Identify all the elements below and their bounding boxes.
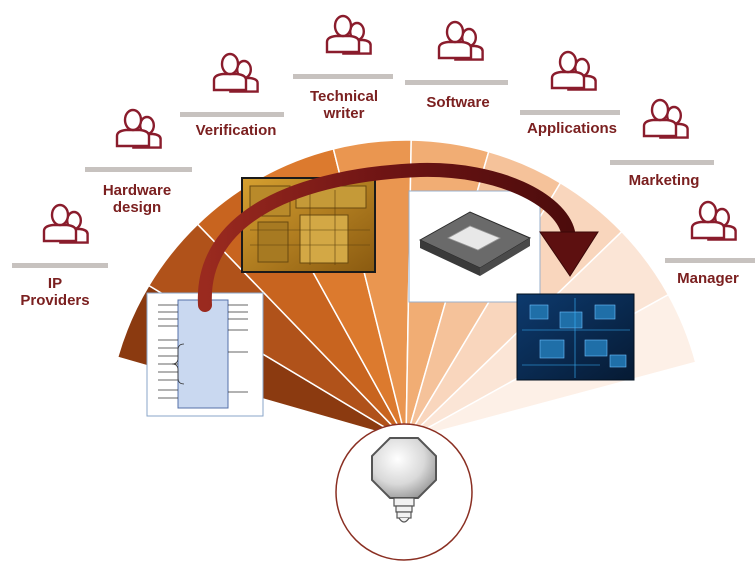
fan-ray xyxy=(197,223,407,441)
people-pair-icon xyxy=(212,52,259,93)
schematic-image xyxy=(146,292,264,417)
role-shelf xyxy=(405,80,508,85)
role-label-hardware-design: Hardware design xyxy=(102,182,172,216)
role-label-verification: Verification xyxy=(195,122,277,139)
role-label-marketing: Marketing xyxy=(628,172,700,189)
flow-arrow-head xyxy=(539,231,599,277)
people-pair-icon xyxy=(325,14,372,55)
role-label-manager: Manager xyxy=(677,270,739,287)
roles-layer xyxy=(12,14,755,268)
role-shelf xyxy=(12,263,108,268)
people-pair-icon xyxy=(690,200,737,241)
fan-ray xyxy=(405,231,623,441)
role-label-technical-writer: Technical writer xyxy=(309,88,379,122)
people-pair-icon xyxy=(42,203,89,244)
people-pair-icon xyxy=(642,98,689,139)
role-shelf xyxy=(665,258,755,263)
people-pair-icon xyxy=(115,108,162,149)
light-bulb-icon xyxy=(371,437,437,523)
role-label-ip-providers: IP Providers xyxy=(20,275,90,309)
role-shelf xyxy=(520,110,620,115)
role-shelf xyxy=(610,160,714,165)
people-pair-icon xyxy=(550,50,597,91)
circuit-board-image xyxy=(516,293,635,381)
people-pair-icon xyxy=(437,20,484,61)
role-shelf xyxy=(85,167,192,172)
role-label-applications: Applications xyxy=(526,120,617,137)
role-shelf xyxy=(293,74,393,79)
role-label-software: Software xyxy=(426,94,490,111)
packaged-chip-image xyxy=(408,190,541,303)
role-shelf xyxy=(180,112,284,117)
flow-arrow xyxy=(197,162,575,312)
